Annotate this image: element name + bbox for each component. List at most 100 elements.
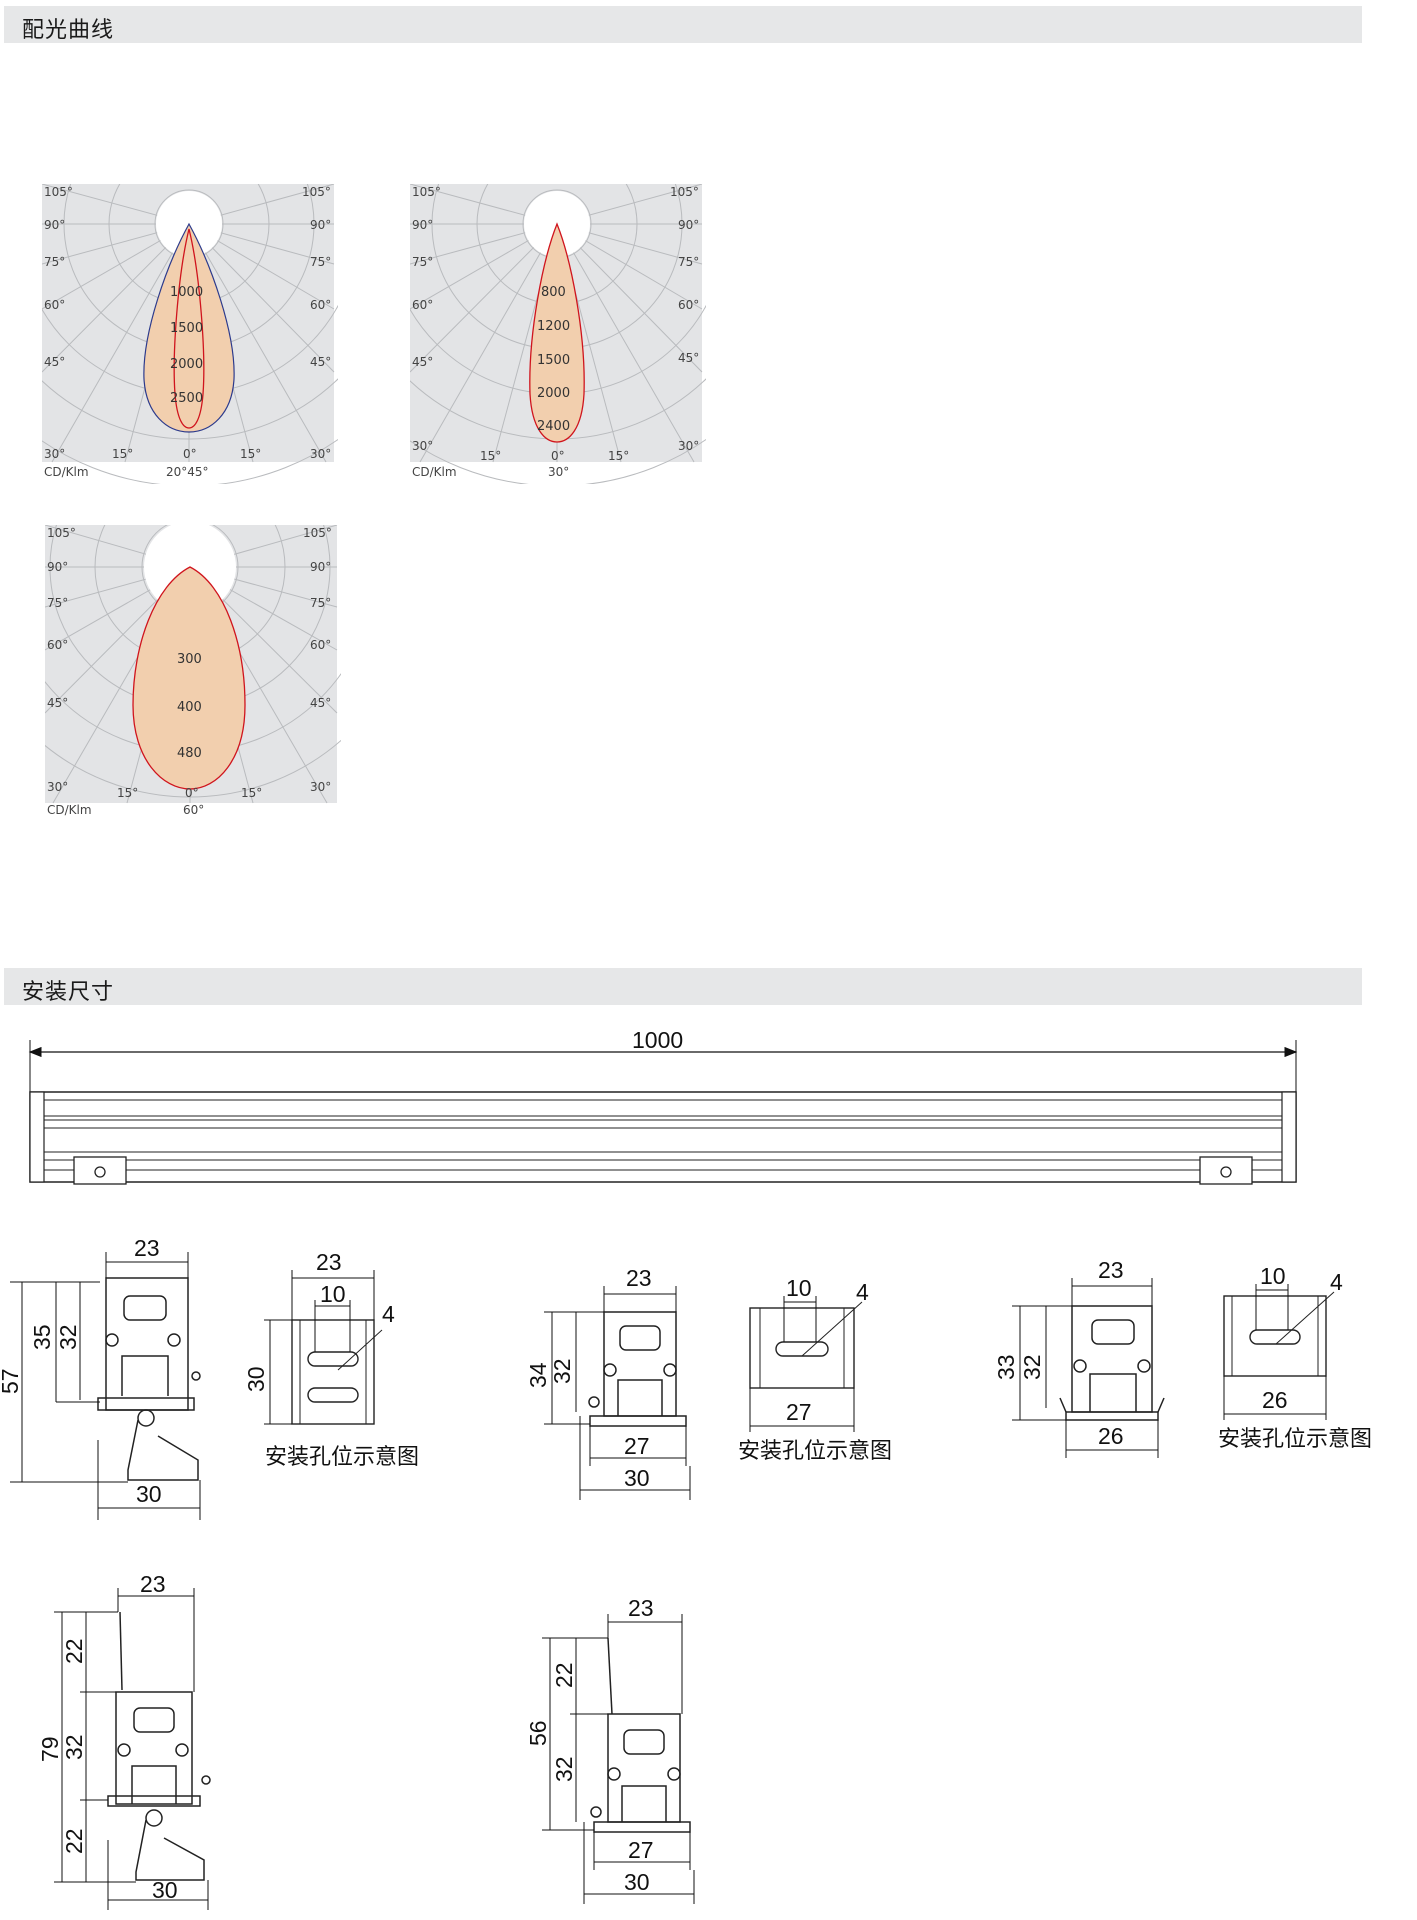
dim-4-b: 4 [856, 1279, 869, 1305]
angle-left-4: 45° [412, 355, 433, 369]
angle-left-0: 105° [412, 185, 441, 199]
hole-caption-1: 安装孔位示意图 [265, 1445, 419, 1470]
bottom-angle-2: 15° [608, 449, 629, 463]
angle-right-4: 45° [310, 355, 331, 369]
beam-label: 60° [183, 803, 204, 817]
mount-bracket-left [73, 1156, 127, 1185]
polar-chart-3-svg: 105° 90° 75° 60° 45° 30° 105° 90° 75° 60… [45, 525, 341, 817]
section-bar-install: 安装尺寸 [4, 968, 1362, 1005]
dim-34: 34 [525, 1362, 551, 1388]
bracket-view-1-dims [10, 1252, 201, 1520]
mount-bracket-right [1199, 1156, 1253, 1185]
dim-23-c: 23 [626, 1265, 652, 1291]
value-1: 1200 [537, 319, 570, 334]
bracket-view-4 [107, 1611, 211, 1881]
angle-left-2: 75° [44, 255, 65, 269]
screw-icon [94, 1166, 106, 1178]
angle-right-4: 45° [310, 696, 331, 710]
beam-label: 30° [548, 465, 569, 479]
length-label: 1000 [632, 1027, 683, 1053]
angle-right-2: 75° [310, 255, 331, 269]
angle-left-2: 75° [412, 255, 433, 269]
hole-diagram-2-dims [749, 1296, 855, 1432]
angle-left-3: 60° [412, 298, 433, 312]
dim-4-a: 4 [382, 1301, 395, 1327]
beam-shape [529, 222, 585, 443]
value-2: 1500 [537, 353, 570, 368]
length-dimension: 1000 [28, 1027, 1298, 1092]
angle-right-1: 90° [310, 218, 331, 232]
value-0: 1000 [170, 285, 203, 300]
hole-caption-2: 安装孔位示意图 [738, 1439, 892, 1464]
dim-57: 57 [0, 1368, 23, 1394]
dim-23-e: 23 [140, 1571, 166, 1597]
dim-27-a: 27 [624, 1433, 650, 1459]
hole-diagram-1 [291, 1319, 383, 1425]
unit-label: CD/Klm [44, 465, 89, 479]
value-1: 400 [177, 700, 202, 715]
dim-23-a: 23 [134, 1235, 160, 1261]
bracket-view-1 [97, 1277, 201, 1481]
bracket-view-2-dims [544, 1286, 691, 1500]
dim-30-a: 30 [136, 1481, 162, 1507]
angle-right-4: 45° [678, 351, 699, 365]
dim-26-b: 26 [1262, 1387, 1288, 1413]
bottom-angle-1: 0° [183, 447, 197, 461]
dim-30-c: 30 [624, 1465, 650, 1491]
angle-right-0: 105° [670, 185, 699, 199]
dim-56: 56 [525, 1720, 551, 1746]
angle-left-0: 105° [47, 526, 76, 540]
angle-left-5: 30° [47, 780, 68, 794]
bracket-view-5-dims [542, 1614, 695, 1904]
beam-shape-narrow [173, 228, 205, 429]
value-0: 300 [177, 652, 202, 667]
value-1: 1500 [170, 321, 203, 336]
angle-right-2: 75° [310, 596, 331, 610]
bottom-angle-0: 15° [117, 786, 138, 800]
angle-left-5: 30° [412, 439, 433, 453]
beam-shape [132, 566, 246, 790]
dim-22-b: 22 [61, 1828, 87, 1854]
hole-diagram-3 [1223, 1291, 1335, 1377]
angle-right-1: 90° [310, 560, 331, 574]
value-3: 2000 [537, 386, 570, 401]
angle-right-0: 105° [303, 526, 332, 540]
dim-35: 35 [29, 1324, 55, 1350]
value-0: 800 [541, 285, 566, 300]
dim-27-b: 27 [786, 1399, 812, 1425]
angle-right-5: 30° [310, 447, 331, 461]
dim-23-d: 23 [1098, 1257, 1124, 1283]
dim-22-a: 22 [61, 1638, 87, 1664]
dim-33: 33 [993, 1354, 1019, 1380]
dim-32-c: 32 [1019, 1354, 1045, 1380]
angle-right-1: 90° [678, 218, 699, 232]
angle-left-3: 60° [44, 298, 65, 312]
angle-left-4: 45° [47, 696, 68, 710]
section-title-light-curve: 配光曲线 [22, 18, 115, 43]
dim-32-d: 32 [61, 1734, 87, 1760]
angle-right-3: 60° [678, 298, 699, 312]
angle-left-5: 30° [44, 447, 65, 461]
dim-30-b: 30 [243, 1366, 269, 1392]
section-bar-light-curve: 配光曲线 [4, 6, 1362, 43]
value-2: 2000 [170, 357, 203, 372]
polar-chart-1-svg: 105° 90° 75° 60° 45° 30° 105° 90° 75° 60… [42, 184, 338, 484]
dim-32-a: 32 [55, 1324, 81, 1350]
angle-right-5: 30° [678, 439, 699, 453]
bottom-angle-0: 15° [480, 449, 501, 463]
bottom-angle-2: 15° [241, 786, 262, 800]
hole-caption-3: 安装孔位示意图 [1218, 1427, 1372, 1452]
section-title-install: 安装尺寸 [22, 980, 115, 1005]
dim-10-b: 10 [786, 1275, 812, 1301]
value-4: 2400 [537, 419, 570, 434]
angle-left-4: 45° [44, 355, 65, 369]
dim-23-f: 23 [628, 1595, 654, 1621]
bracket-view-3-dims [1012, 1278, 1159, 1458]
dim-26-a: 26 [1098, 1423, 1124, 1449]
bracket-view-5 [590, 1637, 691, 1833]
dim-10-a: 10 [320, 1281, 346, 1307]
angle-right-2: 75° [678, 255, 699, 269]
dim-79: 79 [37, 1736, 63, 1762]
value-3: 2500 [170, 391, 203, 406]
